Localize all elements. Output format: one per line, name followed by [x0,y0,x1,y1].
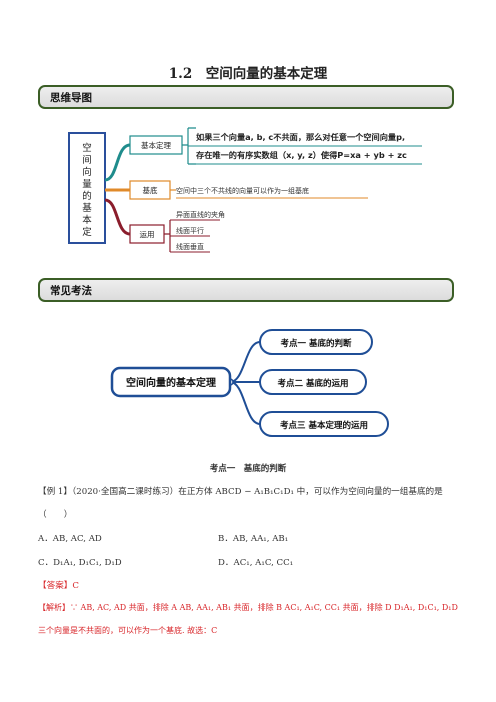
root-char-5: 基 [82,202,92,214]
branch1-text1: 如果三个向量a, b, c不共面，那么对任意一个空间向量p, [196,132,405,142]
mindmap-root-text: 空 间 向 量 的 基 本 定 [82,142,92,238]
section-bar-common: 常见考法 [38,278,454,302]
mindmap-diagram: 空 间 向 量 的 基 本 定 基本定理 如果三个向量a, b, c不共面，那么… [68,127,422,253]
option-a: A．AB, AC, AD [38,534,102,544]
branch3-label: 运用 [140,230,155,239]
branch3-item-2: 线面垂直 [176,242,204,251]
root-char-3: 量 [82,179,92,190]
topic-node-2 [259,411,389,437]
analysis-line-1: 【解析】∵ AB, AC, AD 共面，排除 A AB, AA₁, AB₁ 共面… [38,603,458,612]
branch1-label: 基本定理 [141,140,171,150]
root-char-4: 的 [82,190,92,202]
branch3-item-1: 线面平行 [176,226,204,235]
mindmap-root-box [68,132,106,244]
root-char-7: 定 [82,226,92,238]
option-c: C．D₁A₁, D₁C₁, D₁D [38,558,122,568]
root-char-0: 空 [82,142,92,154]
root-char-1: 间 [82,154,92,166]
connector-branch3 [104,198,131,236]
answer: 【答案】C [38,581,79,591]
topic-node-1 [259,369,367,395]
exam-subheading: 考点一 基底的判断 [209,464,287,474]
topic-label-1: 考点二 基底的运用 [278,378,349,389]
topic-center-node [110,366,232,398]
topic-map-diagram: 空间向量的基本定理 考点一 基底的判断 考点二 基底的运用 考点三 基本定理的运… [110,329,389,437]
analysis-line-2: 三个向量是不共面的，可以作为一个基底. 故选：C [38,626,218,635]
branch3-item-0: 异面直线的夹角 [176,210,225,219]
branch1-text2: 存在唯一的有序实数组（x, y, z）使得P=xa + yb + zc [196,150,407,160]
section-title-mindmap: 思维导图 [50,92,92,104]
topic-connector-0 [229,341,261,383]
root-char-6: 本 [82,214,92,226]
option-b: B．AB, AA₁, AB₁ [218,534,289,544]
section-title-common: 常见考法 [50,285,92,297]
topic-connector-2 [229,381,261,425]
exam-question: 【例 1】（2020·全国高二课时练习）在正方体 ABCD − A₁B₁C₁D₁… [38,487,443,497]
section-bar-mindmap: 思维导图 [38,85,454,109]
root-char-2: 向 [82,166,92,178]
branch2-text: 空间中三个不共线的向量可以作为一组基底 [176,186,309,195]
option-d: D．AC₁, A₁C, CC₁ [218,558,294,568]
page-title: 1.2 空间向量的基本定理 [168,66,328,82]
connector-branch1 [104,143,131,182]
topic-node-0 [259,329,373,355]
topic-label-2: 考点三 基本定理的运用 [280,420,368,431]
exam-question-paren: （ ） [38,510,73,520]
topic-label-0: 考点一 基底的判断 [281,338,352,349]
branch2-label: 基底 [143,185,158,195]
topic-center-label: 空间向量的基本定理 [126,376,216,389]
